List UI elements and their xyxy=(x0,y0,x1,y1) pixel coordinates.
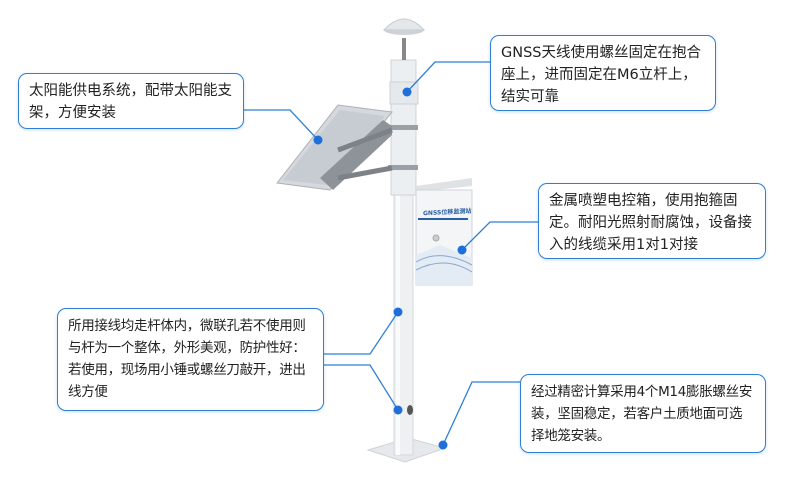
callout-control-box: 金属喷塑电控箱，使用抱箍固定。耐阳光照射耐腐蚀，设备接入的线缆采用1对1对接 xyxy=(538,183,766,259)
marker-dot xyxy=(438,440,448,450)
callout-foundation: 经过精密计算采用4个M14膨胀螺丝安装，坚固稳定，若客户土质地面可选择地笼安装。 xyxy=(520,374,766,453)
marker-dots xyxy=(313,87,467,450)
marker-dot xyxy=(393,307,403,317)
marker-dot xyxy=(402,87,412,97)
marker-dot xyxy=(393,405,403,415)
callout-gnss-antenna: GNSS天线使用螺丝固定在抱合座上，进而固定在M6立杆上，结实可靠 xyxy=(490,35,716,111)
marker-dot xyxy=(313,135,323,145)
callout-solar: 太阳能供电系统，配带太阳能支架，方便安装 xyxy=(18,73,244,129)
solar-panel xyxy=(276,104,393,191)
gnss-antenna xyxy=(382,18,426,60)
leader-lines xyxy=(243,61,538,446)
control-box xyxy=(415,178,473,286)
marker-dot xyxy=(457,245,467,255)
cable-hole xyxy=(407,405,413,415)
callout-wiring: 所用接线均走杆体内，微联孔若不使用则与杆为一个整体，外形美观，防护性好：若使用，… xyxy=(57,308,324,411)
